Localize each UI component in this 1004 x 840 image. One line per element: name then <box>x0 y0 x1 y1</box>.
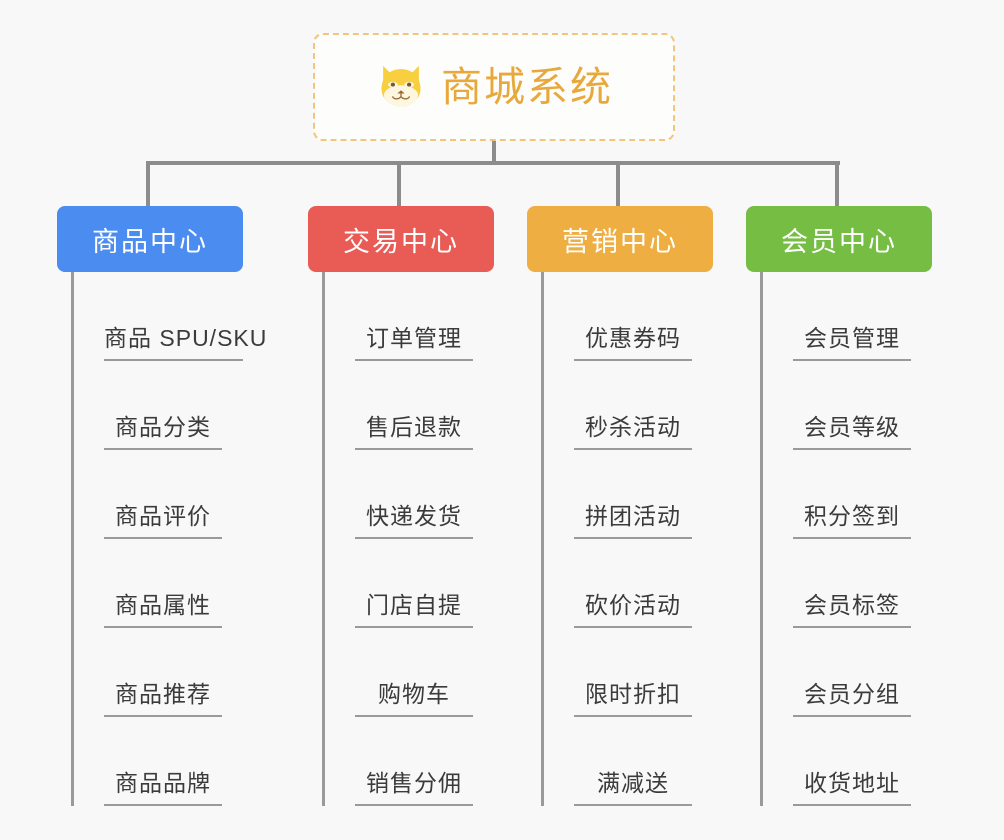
leaf-item[interactable]: 积分签到 <box>763 450 932 539</box>
leaf-item[interactable]: 订单管理 <box>325 272 494 361</box>
category-column-2: 交易中心订单管理售后退款快递发货门店自提购物车销售分佣 <box>308 206 494 806</box>
leaf-item[interactable]: 售后退款 <box>325 361 494 450</box>
leaf-item[interactable]: 秒杀活动 <box>544 361 713 450</box>
category-header-1[interactable]: 商品中心 <box>57 206 243 272</box>
leaf-item-label: 销售分佣 <box>355 764 473 806</box>
leaf-list-3: 优惠券码秒杀活动拼团活动砍价活动限时折扣满减送 <box>541 272 713 806</box>
leaf-list-2: 订单管理售后退款快递发货门店自提购物车销售分佣 <box>322 272 494 806</box>
leaf-item-label: 会员管理 <box>793 319 911 361</box>
leaf-item[interactable]: 会员等级 <box>763 361 932 450</box>
category-header-4[interactable]: 会员中心 <box>746 206 932 272</box>
leaf-item-label: 快递发货 <box>355 497 473 539</box>
leaf-item[interactable]: 门店自提 <box>325 539 494 628</box>
leaf-item[interactable]: 销售分佣 <box>325 717 494 806</box>
leaf-item-label: 会员标签 <box>793 586 911 628</box>
category-header-2[interactable]: 交易中心 <box>308 206 494 272</box>
leaf-item[interactable]: 会员分组 <box>763 628 932 717</box>
leaf-item[interactable]: 会员管理 <box>763 272 932 361</box>
leaf-item-label: 秒杀活动 <box>574 408 692 450</box>
leaf-item[interactable]: 优惠券码 <box>544 272 713 361</box>
leaf-item[interactable]: 快递发货 <box>325 450 494 539</box>
leaf-item[interactable]: 商品评价 <box>74 450 243 539</box>
leaf-item[interactable]: 商品属性 <box>74 539 243 628</box>
leaf-item-label: 售后退款 <box>355 408 473 450</box>
connector-drop-1 <box>146 161 150 206</box>
leaf-item-label: 商品分类 <box>104 408 222 450</box>
category-column-4: 会员中心会员管理会员等级积分签到会员标签会员分组收货地址 <box>746 206 932 806</box>
connector-drop-4 <box>835 161 839 206</box>
leaf-item-label: 商品品牌 <box>104 764 222 806</box>
leaf-item-label: 商品评价 <box>104 497 222 539</box>
leaf-item-label: 满减送 <box>574 764 692 806</box>
leaf-item-label: 会员分组 <box>793 675 911 717</box>
connector-root-stem <box>492 141 496 164</box>
leaf-item-label: 拼团活动 <box>574 497 692 539</box>
leaf-item[interactable]: 商品品牌 <box>74 717 243 806</box>
leaf-item-label: 购物车 <box>355 675 473 717</box>
leaf-item-label: 限时折扣 <box>574 675 692 717</box>
root-node-shop-system[interactable]: 商城系统 <box>313 33 675 141</box>
category-column-3: 营销中心优惠券码秒杀活动拼团活动砍价活动限时折扣满减送 <box>527 206 713 806</box>
leaf-item-label: 会员等级 <box>793 408 911 450</box>
category-column-1: 商品中心商品 SPU/SKU 商品分类商品评价商品属性商品推荐商品品牌 <box>57 206 266 806</box>
root-title: 商城系统 <box>441 63 613 110</box>
leaf-item-label: 砍价活动 <box>574 586 692 628</box>
leaf-item-label: 订单管理 <box>355 319 473 361</box>
leaf-item[interactable]: 购物车 <box>325 628 494 717</box>
leaf-item[interactable]: 限时折扣 <box>544 628 713 717</box>
shiba-dog-face-icon <box>381 65 421 107</box>
leaf-item[interactable]: 满减送 <box>544 717 713 806</box>
leaf-item-label: 收货地址 <box>793 764 911 806</box>
leaf-item[interactable]: 商品推荐 <box>74 628 243 717</box>
leaf-item-label: 商品 SPU/SKU <box>104 319 266 361</box>
leaf-item-label: 门店自提 <box>355 586 473 628</box>
category-header-3[interactable]: 营销中心 <box>527 206 713 272</box>
leaf-item[interactable]: 商品 SPU/SKU <box>74 272 266 361</box>
leaf-item[interactable]: 拼团活动 <box>544 450 713 539</box>
leaf-item[interactable]: 砍价活动 <box>544 539 713 628</box>
leaf-item[interactable]: 收货地址 <box>763 717 932 806</box>
connector-drop-3 <box>616 161 620 206</box>
connector-drop-2 <box>397 161 401 206</box>
leaf-list-1: 商品 SPU/SKU 商品分类商品评价商品属性商品推荐商品品牌 <box>71 272 266 806</box>
leaf-item-label: 商品属性 <box>104 586 222 628</box>
leaf-item-label: 积分签到 <box>793 497 911 539</box>
leaf-item-label: 优惠券码 <box>574 319 692 361</box>
connector-horizontal-bus <box>149 161 840 165</box>
leaf-item[interactable]: 商品分类 <box>74 361 243 450</box>
leaf-list-4: 会员管理会员等级积分签到会员标签会员分组收货地址 <box>760 272 932 806</box>
leaf-item[interactable]: 会员标签 <box>763 539 932 628</box>
leaf-item-label: 商品推荐 <box>104 675 222 717</box>
